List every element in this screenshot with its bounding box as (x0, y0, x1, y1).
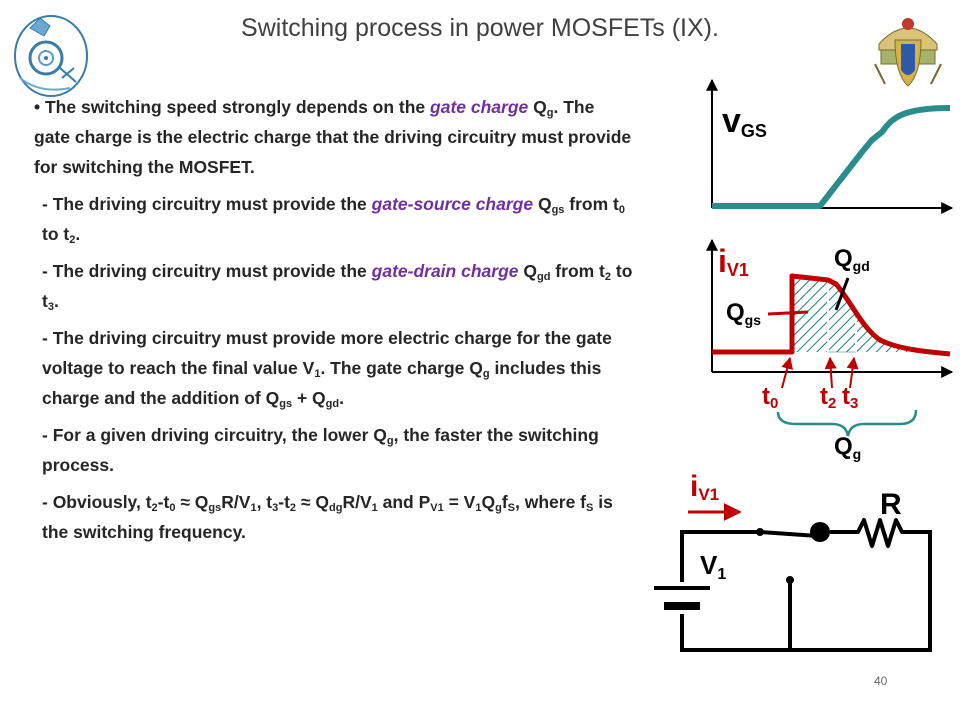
switch-contact (810, 522, 830, 542)
qgd-pointer (834, 277, 850, 311)
qg-brace (776, 409, 918, 437)
resistor (830, 518, 910, 548)
qgs-label: Qgs (726, 299, 761, 328)
qgs-pointer (767, 310, 809, 316)
university-crest-right-icon (874, 18, 942, 87)
v1-label: V1 (700, 550, 726, 583)
body-text: • The switching speed strongly depends o… (34, 92, 634, 554)
circuit-wire-right (680, 530, 932, 652)
switch-blade (759, 530, 819, 538)
paragraph-final-value: - The driving circuitry must provide mor… (42, 328, 612, 410)
vgs-curve (712, 105, 951, 209)
paragraph-gate-charge: • The switching speed strongly depends o… (34, 97, 632, 177)
t3-arrow (846, 356, 859, 389)
paragraph-lower-qg: - For a given driving circuitry, the low… (42, 425, 599, 475)
paragraph-formulas: - Obviously, t2-t0 ≈ QgsR/V1, t3-t2 ≈ Qd… (42, 492, 613, 542)
resistor-label: R (880, 488, 902, 521)
page-number: 40 (874, 674, 888, 688)
qgd-label: Qgd (834, 245, 870, 274)
iv1-curve (712, 273, 951, 357)
university-logo-left-icon (14, 15, 88, 97)
qg-hatched-area (792, 276, 948, 354)
t0-arrow (781, 356, 794, 389)
paragraph-gate-source: - The driving circuitry must provide the… (42, 194, 625, 246)
t3-label: t3 (842, 383, 858, 412)
t2-arrow (824, 356, 837, 389)
qg-label: Qg (834, 433, 861, 462)
t0-label: t0 (762, 383, 778, 412)
paragraph-gate-drain: - The driving circuitry must provide the… (42, 261, 633, 313)
circuit-current-label: iV1 (690, 470, 719, 504)
slide-title: Switching process in power MOSFETs (IX). (241, 14, 719, 42)
vgs-label: vGS (722, 102, 767, 141)
t2-label: t2 (820, 383, 836, 412)
switching-figure: vGS iV1 Qgd Qgs t0 t2 t3 Qg iV1 R V1 (654, 78, 954, 652)
iv1-label: iV1 (718, 243, 749, 280)
circuit-wire (680, 530, 760, 582)
